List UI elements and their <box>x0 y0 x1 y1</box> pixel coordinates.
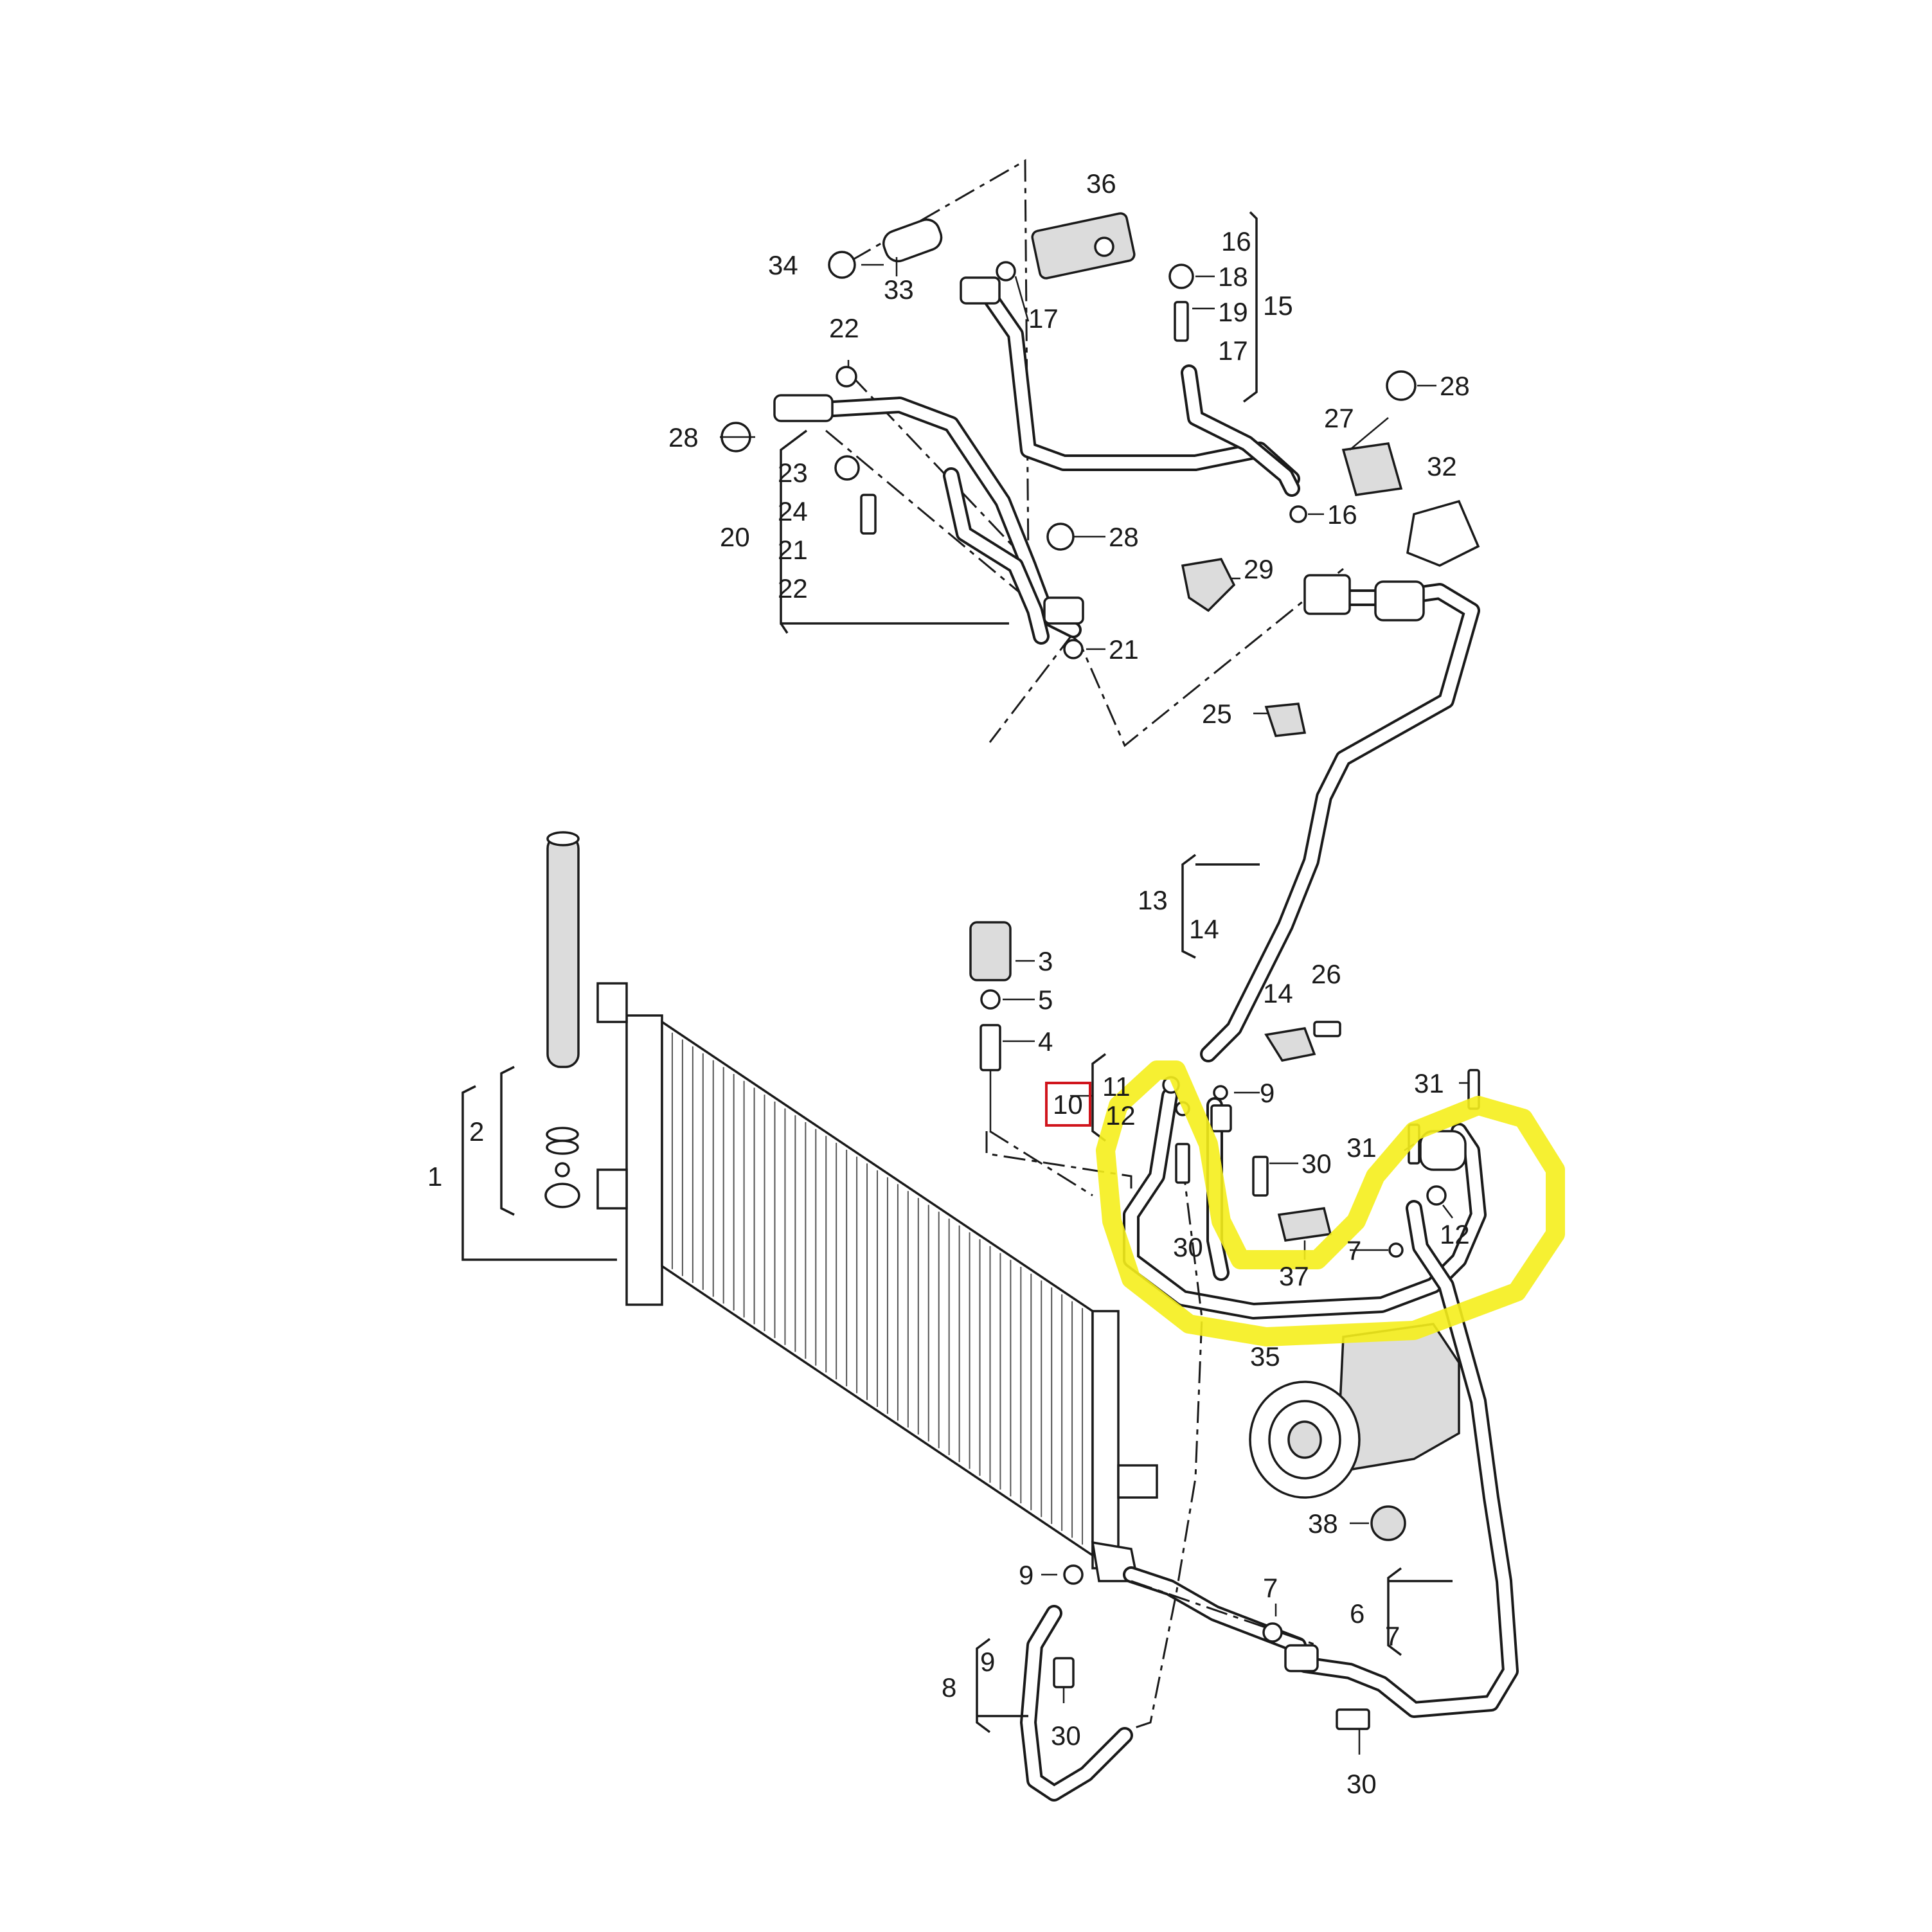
label-34: 34 <box>768 250 798 280</box>
label-30d: 30 <box>1346 1769 1377 1799</box>
label-9b: 9 <box>1019 1560 1033 1590</box>
label-20: 20 <box>720 522 750 552</box>
label-9a: 9 <box>1260 1078 1275 1108</box>
label-19: 19 <box>1218 297 1248 327</box>
label-14b: 14 <box>1263 978 1293 1008</box>
valve-4 <box>979 1024 1001 1071</box>
label-22b: 22 <box>778 573 808 604</box>
label-7c: 7 <box>1385 1621 1400 1651</box>
bolt-26 <box>1313 1021 1341 1037</box>
label-37: 37 <box>1279 1261 1309 1291</box>
label-26: 26 <box>1311 959 1341 989</box>
expansion-valve-36 <box>1031 212 1136 280</box>
label-24: 24 <box>778 496 808 526</box>
bracket-leaders <box>461 211 1469 1755</box>
label-35: 35 <box>1250 1341 1280 1372</box>
label-28a: 28 <box>668 422 699 452</box>
clip-14 <box>1264 1027 1316 1062</box>
label-12b: 12 <box>1440 1219 1470 1249</box>
condenser-fins <box>671 1032 1084 1545</box>
label-27: 27 <box>1324 403 1354 433</box>
o-ring-21b <box>1063 639 1084 659</box>
label-9c: 9 <box>980 1647 995 1677</box>
label-1: 1 <box>427 1161 442 1192</box>
label-6: 6 <box>1350 1598 1364 1629</box>
o-ring-22a <box>836 366 857 388</box>
label-7a: 7 <box>1346 1235 1361 1266</box>
compressor-group <box>1249 1323 1460 1541</box>
label-30b: 30 <box>1173 1232 1203 1262</box>
label-18: 18 <box>1218 262 1248 292</box>
label-36: 36 <box>1086 168 1116 199</box>
nut-28b <box>1046 523 1075 551</box>
label-28b: 28 <box>1109 522 1139 552</box>
clip-29 <box>1181 558 1236 613</box>
o-ring-5 <box>980 989 1001 1010</box>
cover-32 <box>1406 499 1480 567</box>
clip-25 <box>1264 702 1307 737</box>
label-16a: 16 <box>1221 226 1251 256</box>
label-10: 10 <box>1053 1089 1083 1120</box>
o-ring-16 <box>1289 505 1307 523</box>
valve-19 <box>1174 301 1189 342</box>
cap-18 <box>1168 264 1194 289</box>
label-17b: 17 <box>1218 335 1248 366</box>
valve-24 <box>860 494 877 535</box>
label-29: 29 <box>1244 554 1274 584</box>
label-30c: 30 <box>1051 1721 1081 1751</box>
pressure-switch-group <box>969 921 1012 1131</box>
label-5: 5 <box>1038 985 1053 1015</box>
label-13: 13 <box>1138 885 1168 915</box>
label-7b: 7 <box>1263 1573 1278 1603</box>
label-15: 15 <box>1263 291 1293 321</box>
label-32: 32 <box>1427 451 1457 481</box>
receiver-drier <box>544 831 580 1208</box>
cap-23 <box>834 455 860 481</box>
label-8: 8 <box>942 1672 956 1703</box>
item-10-box <box>1045 1082 1091 1127</box>
nut-28c <box>1386 370 1417 401</box>
label-3: 3 <box>1038 946 1053 976</box>
highlight-loop <box>1096 1060 1565 1346</box>
label-31a: 31 <box>1414 1068 1444 1098</box>
label-30a: 30 <box>1301 1149 1332 1179</box>
bracket-27 <box>1341 442 1403 496</box>
label-17a: 17 <box>1028 303 1059 334</box>
label-38: 38 <box>1308 1508 1338 1539</box>
pressure-switch-3 <box>969 921 1012 981</box>
label-21a: 21 <box>778 535 808 565</box>
callout-labels: 36 34 33 17 22 28 23 24 20 21 22 28 21 1… <box>427 168 1470 1799</box>
label-16b: 16 <box>1327 499 1357 530</box>
upper-pipe-assembly <box>782 284 1480 1062</box>
label-2: 2 <box>469 1116 484 1147</box>
nut-34 <box>828 251 856 279</box>
label-31b: 31 <box>1346 1132 1377 1163</box>
o-ring-17a <box>996 261 1016 282</box>
label-21b: 21 <box>1109 634 1139 665</box>
condenser <box>596 982 1158 1582</box>
drier-cartridge <box>546 834 580 1068</box>
plug-38 <box>1370 1505 1406 1541</box>
label-4: 4 <box>1038 1026 1053 1057</box>
label-22a: 22 <box>829 313 859 343</box>
label-25: 25 <box>1202 699 1232 729</box>
label-14a: 14 <box>1189 914 1219 944</box>
label-12a: 12 <box>1105 1100 1136 1131</box>
label-23: 23 <box>778 458 808 488</box>
upper-parts <box>720 212 1480 1062</box>
label-28c: 28 <box>1440 371 1470 401</box>
cap-33 <box>882 219 943 263</box>
label-11: 11 <box>1102 1071 1131 1102</box>
label-33: 33 <box>884 274 914 305</box>
